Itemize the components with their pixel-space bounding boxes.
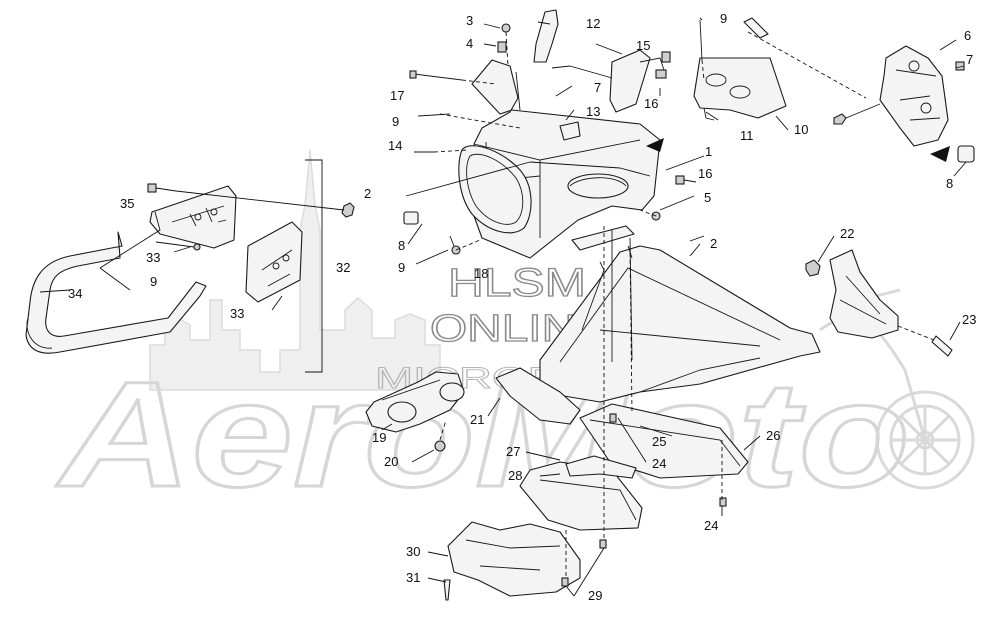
bolt-29a <box>561 577 569 587</box>
skid-plate-30 <box>447 521 581 597</box>
callout-2: 2 <box>364 186 371 201</box>
callout-30: 30 <box>406 544 420 559</box>
bolt-9b <box>417 113 451 117</box>
bracket-15 <box>609 49 651 113</box>
bumper-tube <box>25 231 207 354</box>
bolt-9a <box>193 243 201 251</box>
bracket-arm-top <box>743 17 769 39</box>
callout-8: 8 <box>398 238 405 253</box>
rear-mount-assembly <box>805 235 961 357</box>
bolt-35 <box>147 183 177 193</box>
bolt-24a <box>719 497 727 507</box>
callout-7: 7 <box>594 80 601 95</box>
frame-cross-tube <box>571 225 635 251</box>
callout-16: 16 <box>698 166 712 181</box>
callout-1: 1 <box>705 144 712 159</box>
frame-rail-body <box>539 245 821 403</box>
frame-rail <box>365 225 821 463</box>
callout-27: 27 <box>506 444 520 459</box>
callout-11: 11 <box>740 128 754 143</box>
callout-7: 7 <box>966 52 973 67</box>
bolt-29b <box>599 539 607 549</box>
bolt-25 <box>609 413 617 423</box>
watermark-line1: HLSM <box>448 261 586 305</box>
callout-20: 20 <box>384 454 398 469</box>
callout-31: 31 <box>406 570 420 585</box>
nut-22 <box>805 259 821 277</box>
skid-plate-assembly <box>427 226 761 601</box>
callout-9: 9 <box>150 274 157 289</box>
callout-33: 33 <box>146 250 160 265</box>
callout-25: 25 <box>652 434 666 449</box>
callout-32: 32 <box>336 260 350 275</box>
callout-18: 18 <box>474 266 488 281</box>
bracket-12 <box>533 9 559 63</box>
callout-8: 8 <box>946 176 953 191</box>
callout-29: 29 <box>588 588 602 603</box>
steering-bracket-assembly <box>646 17 975 177</box>
callout-4: 4 <box>466 36 473 51</box>
callout-14: 14 <box>388 138 402 153</box>
callout-28: 28 <box>508 468 522 483</box>
callout-35: 35 <box>120 196 134 211</box>
nut-2a <box>341 202 355 218</box>
callout-24: 24 <box>704 518 718 533</box>
bolt-23 <box>931 335 953 357</box>
bolt-3 <box>501 23 511 33</box>
callout-12: 12 <box>586 16 600 31</box>
callout-17: 17 <box>390 88 404 103</box>
callout-labels: 1 2 2 3 4 5 6 7 7 8 8 9 9 9 9 10 11 12 1… <box>68 11 976 603</box>
callout-2: 2 <box>710 236 717 251</box>
callout-19: 19 <box>372 430 386 445</box>
skid-plate-28 <box>519 461 643 531</box>
arrow-marker-right <box>930 146 950 162</box>
bolt-31 <box>443 579 451 601</box>
callout-21: 21 <box>470 412 484 427</box>
callout-9: 9 <box>720 11 727 26</box>
bracket-13 <box>559 121 581 141</box>
bumper-8a <box>403 211 419 225</box>
bolt-9c <box>699 19 703 61</box>
bumper-assembly <box>25 159 355 373</box>
bumper-8b <box>957 145 975 163</box>
callout-26: 26 <box>766 428 780 443</box>
callout-15: 15 <box>636 38 650 53</box>
callout-13: 13 <box>586 104 600 119</box>
callout-5: 5 <box>704 190 711 205</box>
callout-9: 9 <box>398 260 405 275</box>
plate-27 <box>565 455 637 479</box>
clip-16b <box>675 175 685 185</box>
front-bulkhead <box>403 9 789 265</box>
plate-10 <box>693 57 787 119</box>
nut-20 <box>434 440 446 452</box>
callout-23: 23 <box>962 312 976 327</box>
bracket-6 <box>879 45 949 147</box>
callout-3: 3 <box>466 13 473 28</box>
watermark-artwork: AeroMoto HLSM ONLINE MICROFICHE <box>54 149 975 520</box>
callout-33: 33 <box>230 306 244 321</box>
callout-6: 6 <box>964 28 971 43</box>
callout-9: 9 <box>392 114 399 129</box>
bracket-21 <box>495 367 581 425</box>
arrow-marker-mid <box>646 138 664 152</box>
callout-34: 34 <box>68 286 82 301</box>
callout-10: 10 <box>794 122 808 137</box>
bulkhead-opening <box>458 145 532 234</box>
bumper-bracket-upper <box>149 185 237 249</box>
callout-24: 24 <box>652 456 666 471</box>
rear-mount-plate <box>829 249 899 339</box>
bolt-17 <box>413 73 463 81</box>
clip-4 <box>497 41 507 53</box>
callout-16: 16 <box>644 96 658 111</box>
watermark-brand: AeroMoto <box>55 350 910 518</box>
bolt-3b <box>833 113 847 125</box>
callout-22: 22 <box>840 226 854 241</box>
